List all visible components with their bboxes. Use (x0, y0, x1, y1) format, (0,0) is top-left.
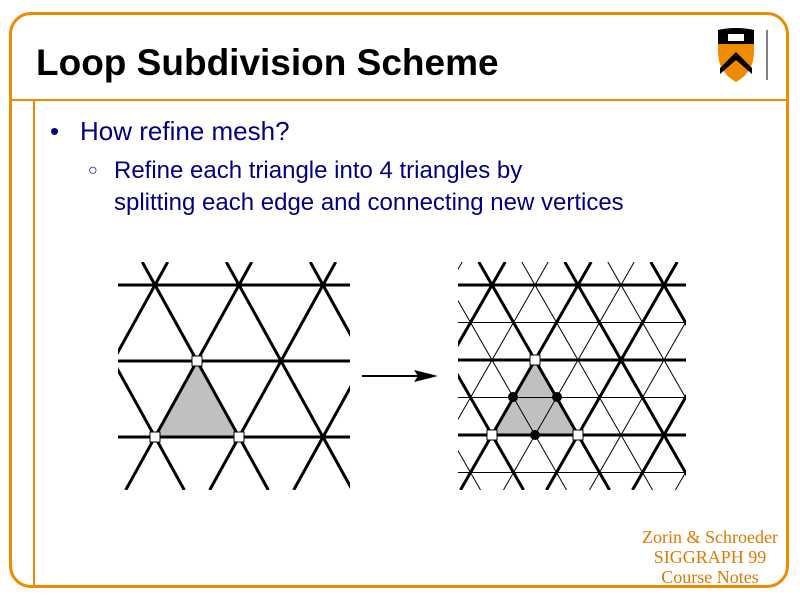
fine-edge-d (458, 299, 567, 490)
slide-frame (9, 12, 789, 588)
fine-edge-d (458, 262, 549, 421)
edge-d (118, 366, 186, 490)
edge-d (459, 262, 593, 490)
edge-d (118, 262, 170, 356)
edge-d (308, 262, 350, 337)
new-vertex (508, 392, 518, 402)
slide-title: Loop Subdivision Scheme (36, 42, 499, 83)
credit: Zorin & Schroeder SIGGRAPH 99 Course Not… (642, 527, 778, 587)
edge-d (292, 385, 350, 490)
credit-authors: Zorin & Schroeder (642, 527, 778, 547)
old-vertex (529, 354, 541, 366)
edge-d (208, 262, 338, 490)
arrow-icon (362, 370, 438, 382)
edge-d (631, 393, 686, 490)
old-vertex (486, 429, 498, 441)
edge-d (545, 262, 679, 490)
fine-edge-d (675, 470, 686, 490)
edge-d (563, 262, 686, 477)
sub-bullet-marker: ○ (88, 162, 98, 179)
fine-edge-d (503, 262, 635, 490)
line-2: splitting each edge and connecting new v… (114, 189, 624, 216)
old-vertex (191, 355, 203, 367)
edge-d (140, 262, 270, 490)
edge-d (458, 262, 507, 348)
new-vertex (552, 392, 562, 402)
edge-d (477, 262, 611, 490)
edge-d (458, 372, 525, 490)
new-vertex (530, 430, 540, 440)
sub-bullet-text: Refine each triangle into 4 triangles by… (114, 155, 624, 219)
fine-edge-d (607, 262, 686, 400)
refined-mesh (458, 262, 686, 490)
fine-edge-d (458, 449, 481, 490)
fine-edge-d (589, 320, 686, 490)
highlighted-triangle (155, 361, 239, 437)
princeton-shield-logo (718, 28, 768, 82)
edge-d (224, 262, 350, 489)
bullet-marker: • (50, 116, 60, 146)
credit-venue: SIGGRAPH 99 (653, 547, 767, 567)
coarse-mesh (118, 262, 350, 490)
left-rule (33, 100, 35, 586)
edge-d (649, 262, 686, 327)
credit-notes: Course Notes (661, 567, 759, 587)
title-divider (9, 99, 789, 101)
old-vertex (572, 429, 584, 441)
old-vertex (233, 431, 245, 443)
bullet-text: How refine mesh? (80, 116, 290, 146)
line-1: Refine each triangle into 4 triangles by (114, 157, 523, 184)
edge-d (124, 262, 254, 490)
old-vertex (149, 431, 161, 443)
fine-edge-d (521, 262, 653, 490)
